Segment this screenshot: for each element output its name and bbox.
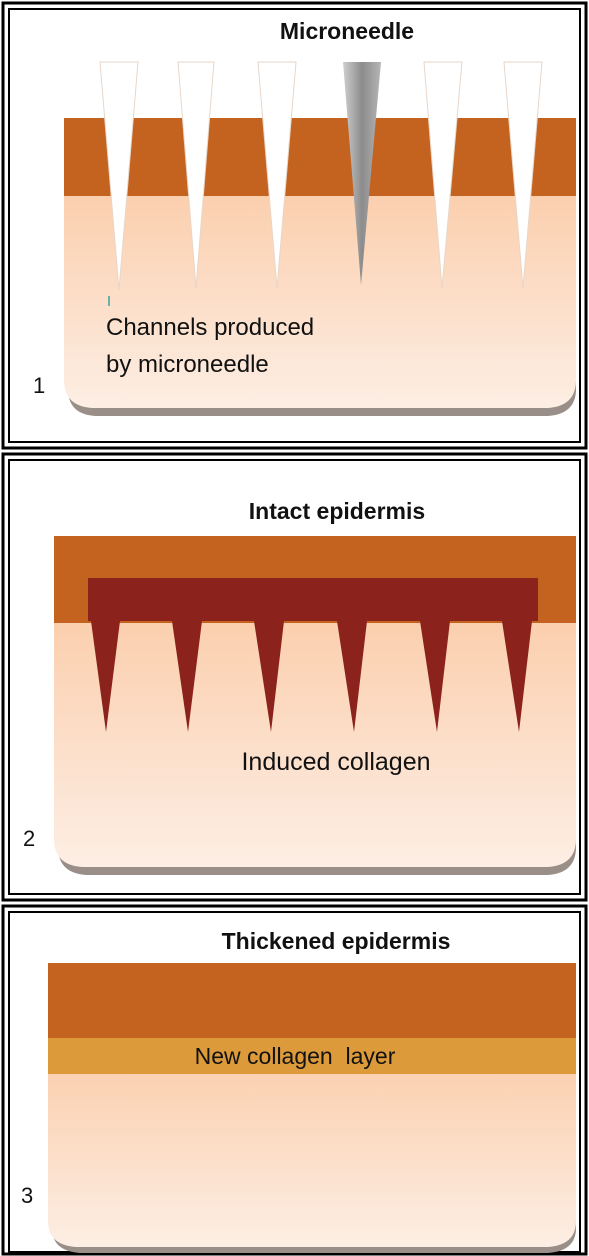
panel-1-microneedling: Microneedle Channels produced by microne… bbox=[0, 0, 589, 451]
panel-3-new-collagen: Thickened epidermis New collagen layer 3 bbox=[0, 903, 589, 1256]
panel-2-dermis bbox=[54, 621, 576, 867]
panel-1-epidermis bbox=[64, 118, 576, 196]
panel-2-number: 2 bbox=[23, 826, 35, 851]
panel-2-induced-collagen: Intact epidermis Induced collagen 2 bbox=[0, 451, 589, 903]
panel-1-number: 1 bbox=[33, 373, 45, 398]
panel-3-epidermis bbox=[48, 963, 576, 1039]
panel-1-title: Microneedle bbox=[280, 18, 414, 44]
panel-3-title: Thickened epidermis bbox=[222, 928, 451, 954]
panel-1-figure: Microneedle Channels produced by microne… bbox=[0, 0, 589, 451]
panel-3-dermis bbox=[48, 1063, 576, 1247]
panel-2-label: Induced collagen bbox=[241, 748, 430, 776]
panel-2-title: Intact epidermis bbox=[249, 498, 425, 524]
panel-1-label-line1: Channels produced bbox=[106, 314, 314, 341]
panel-3-label: New collagen layer bbox=[195, 1043, 396, 1069]
panel-1-label-line2: by microneedle bbox=[106, 351, 269, 378]
panel-3-number: 3 bbox=[21, 1183, 33, 1208]
panel-3-figure: Thickened epidermis New collagen layer 3 bbox=[0, 903, 589, 1256]
panel-2-figure: Intact epidermis Induced collagen 2 bbox=[0, 451, 589, 903]
